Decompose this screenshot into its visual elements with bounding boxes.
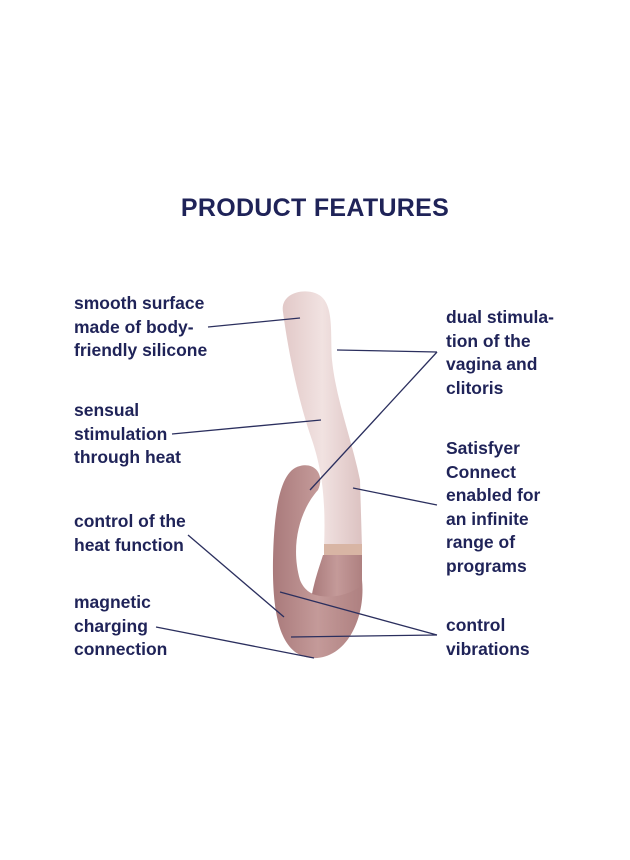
feature-heat-control: control of the heat function <box>74 511 186 555</box>
feature-satisfyer-connect: Satisfyer Connect enabled for an infinit… <box>446 438 541 576</box>
metal-band <box>324 544 362 555</box>
feature-control-vibrations: control vibrations <box>446 615 530 659</box>
feature-magnetic-charging: magnetic charging connection <box>74 592 168 659</box>
base <box>312 555 362 597</box>
feature-heat-stimulation: sensual stimulation through heat <box>74 400 181 467</box>
feature-dual-stimulation: dual stimula- tion of the vagina and cli… <box>446 307 554 398</box>
feature-smooth-surface: smooth surface made of body- friendly si… <box>74 293 208 360</box>
shaft <box>282 291 362 548</box>
page-title: PRODUCT FEATURES <box>180 194 450 222</box>
leader-lines <box>155 317 438 659</box>
clitoral-arm <box>272 465 363 659</box>
